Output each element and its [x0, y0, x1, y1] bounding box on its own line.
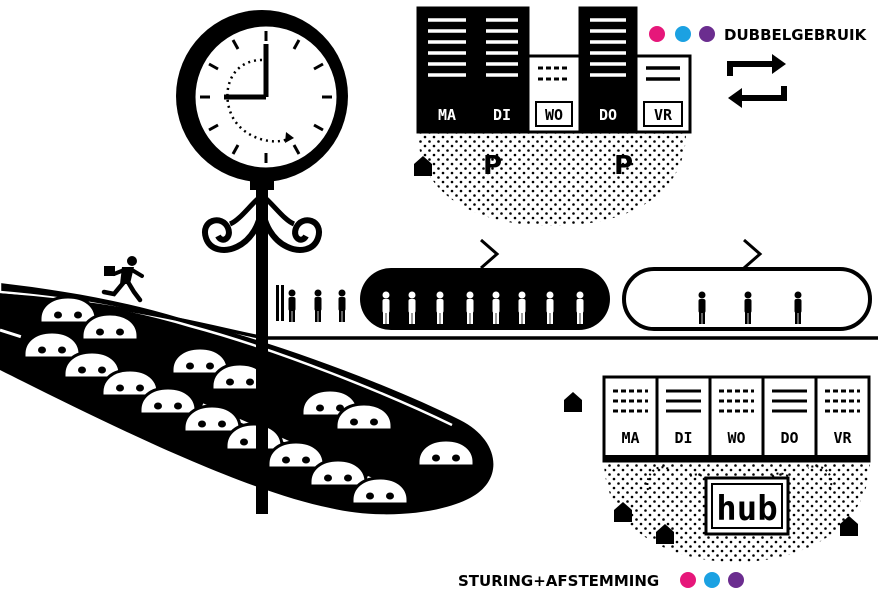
day-label: VR [654, 106, 673, 124]
car [268, 442, 324, 468]
day-label: WO [727, 429, 745, 447]
legend-dot-purple [728, 572, 744, 588]
building-wo: WO [528, 56, 580, 132]
car [226, 424, 282, 450]
building-di: DI [476, 8, 528, 132]
swap-arrows-icon [728, 54, 786, 108]
building-wo: WO [710, 377, 763, 461]
car [184, 406, 240, 432]
car [140, 388, 196, 414]
top-week-buildings: MA DI WO DO VR [418, 8, 690, 132]
day-label: DI [674, 429, 692, 447]
car [310, 460, 366, 486]
car [40, 297, 96, 323]
building-vr: VR [636, 56, 690, 132]
day-label: MA [621, 429, 639, 447]
car [336, 404, 392, 430]
bottom-legend: STURING+AFSTEMMING [458, 572, 744, 590]
crowded-train [360, 240, 610, 330]
day-label: VR [833, 429, 852, 447]
legend-dot-blue [704, 572, 720, 588]
day-label: DO [599, 106, 617, 124]
dubbelgebruik-label: DUBBELGEBRUIK [724, 26, 868, 44]
day-label: WO [545, 106, 563, 124]
building-do: DO [580, 8, 636, 132]
car [82, 314, 138, 340]
building-ma: MA [604, 377, 657, 461]
parking-sign: P [483, 151, 502, 181]
running-businessman-icon [104, 256, 142, 300]
parking-sign: P [614, 151, 633, 181]
top-legend: DUBBELGEBRUIK [649, 26, 868, 44]
car [24, 332, 80, 358]
waiting-people [276, 285, 346, 322]
legend-dot-magenta [649, 26, 665, 42]
day-label: DI [493, 106, 511, 124]
day-label: MA [438, 106, 456, 124]
bottom-week-buildings: MA DI WO DO VR [604, 377, 869, 461]
legend-dot-purple [699, 26, 715, 42]
legend-dot-magenta [680, 572, 696, 588]
clock-icon [176, 10, 348, 182]
car [352, 478, 408, 504]
sturing-afstemming-label: STURING+AFSTEMMING [458, 572, 659, 590]
car [418, 440, 474, 466]
day-label: DO [780, 429, 798, 447]
top-parking-area: P P [414, 132, 686, 226]
legend-dot-blue [675, 26, 691, 42]
hub-sign: hub [716, 489, 777, 529]
empty-train [624, 240, 870, 329]
building-do: DO [763, 377, 816, 461]
house-icon [564, 392, 582, 412]
building-di: DI [657, 377, 710, 461]
building-ma: MA [418, 8, 476, 132]
building-vr: VR [816, 377, 869, 461]
